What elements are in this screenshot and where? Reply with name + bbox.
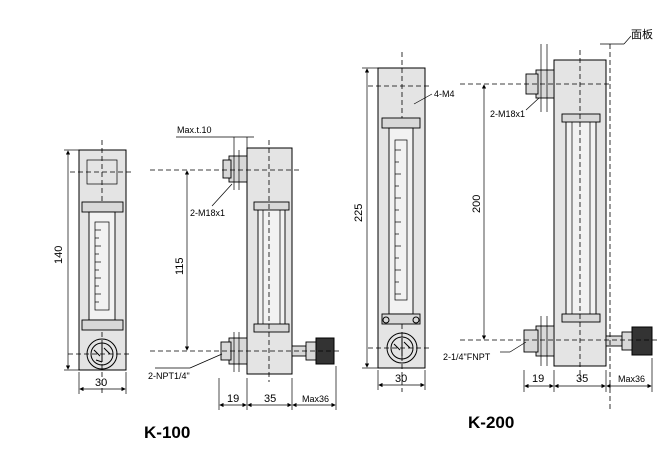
k100-center-distance-label: 115	[174, 257, 186, 275]
k100-width-label: 30	[95, 377, 107, 389]
k100-front-view	[68, 140, 132, 395]
k100-port-thread-label: 2-M18x1	[190, 208, 225, 218]
k100-side-max-label: Max36	[302, 394, 329, 404]
k100-side-35-label: 35	[264, 393, 276, 405]
k200-fnpt-label: 2-1/4"FNPT	[443, 352, 491, 362]
k100-height-dimension: 140	[53, 149, 79, 371]
k200-side-dimensions: 面板 2-M18x1 200 2-1/4"FNPT 19 35 Max36	[443, 27, 653, 392]
k100-npt-label: 2-NPT1/4"	[148, 371, 190, 381]
k200-side-35-label: 35	[576, 373, 588, 385]
k100-height-label: 140	[53, 246, 65, 264]
k100-max-thickness-label: Max.t.10	[177, 125, 212, 135]
k200-side-view	[460, 44, 660, 410]
k200-mount-label: 4-M4	[434, 89, 455, 99]
k200-width-label: 30	[395, 373, 407, 385]
k200-center-distance-label: 200	[471, 195, 483, 213]
k200-side-max-label: Max36	[618, 374, 645, 384]
k100-side-19-label: 19	[227, 393, 239, 405]
k100-side-dimensions: Max.t.10 2-M18x1 115 2-NPT1/4" 19 35 Max…	[148, 125, 337, 410]
k100-side-view	[150, 140, 340, 382]
k200-panel-label: 面板	[631, 27, 653, 41]
k200-port-thread-label: 2-M18x1	[490, 109, 525, 119]
k200-front-dimensions: 225 4-M4 30	[353, 67, 455, 390]
k200-height-label: 225	[353, 204, 365, 222]
k100-model-label: K-100	[144, 423, 190, 442]
k200-model-label: K-200	[468, 413, 514, 432]
k200-front-view	[368, 52, 432, 392]
k200-side-19-label: 19	[532, 373, 544, 385]
k100-width-dimension: 30	[78, 372, 127, 394]
